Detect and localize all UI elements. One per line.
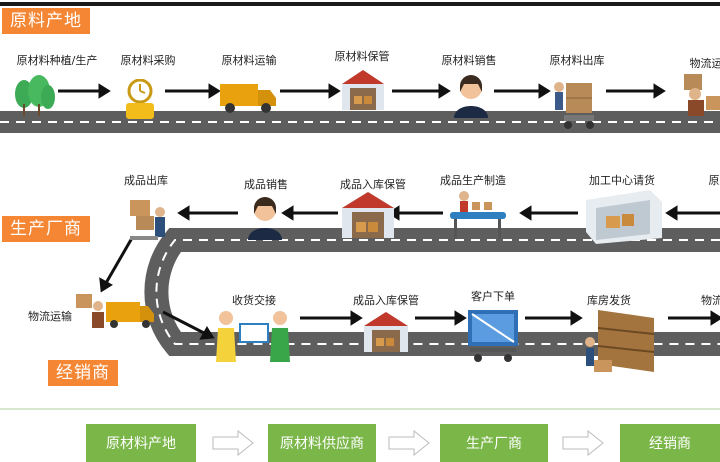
section-manufacturer: 生产厂商 [2,216,90,242]
step-logistics-3: 物流 [701,294,720,307]
step-logistics-1: 物流运 [689,57,720,70]
step-product-storage: 成品入库保管 [340,178,406,191]
truck-icon [220,84,276,113]
step-logistics-2: 物流运输 [28,310,72,323]
flow-distributor: 经销商 [620,424,720,462]
step-receipt: 收货交接 [232,294,276,307]
section-raw-origin: 原料产地 [2,8,90,34]
step-processing-request: 加工中心请货 [589,174,655,187]
step-raw-outbound: 原材料出库 [549,54,605,67]
shelving-icon [585,310,655,372]
step-product-storage-2: 成品入库保管 [353,294,419,307]
handover-icon [216,311,290,362]
step-manufacturing: 成品生产制造 [440,174,506,187]
step-warehouse-shipping: 库房发货 [587,294,631,307]
purchase-clock-icon [126,79,154,119]
shopping-cart-icon [468,310,518,362]
courier-truck-icon [76,294,154,328]
tree-icon [15,75,55,116]
delivery-person-icon [684,74,720,116]
step-raw-storage: 原材料保管 [334,50,390,63]
step-product-outbound: 成品出库 [124,174,168,187]
warehouse-icon-2 [342,192,394,238]
top-divider [0,2,720,6]
forklift-worker-icon [554,82,594,129]
step-raw-transport: 原材料运输 [221,54,277,67]
flow-arrow-3 [562,430,604,456]
step-row2-partial: 原 [708,174,720,187]
step-raw-purchasing: 原材料采购 [120,54,176,67]
sales-agent-icon-2 [248,197,282,240]
warehouse-icon [342,70,384,110]
processing-center-icon [586,190,662,244]
bottom-divider [0,408,720,410]
road-network [0,83,720,356]
conveyor-icon [450,191,506,239]
flow-raw-origin: 原材料产地 [86,424,196,462]
step-product-sales: 成品销售 [244,178,288,191]
warehouse-icon-3 [364,312,408,352]
flow-manufacturer: 生产厂商 [440,424,548,462]
flow-arrow-2 [388,430,430,456]
step-raw-sales: 原材料销售 [441,54,497,67]
step-raw-planting: 原材料种植/生产 [16,54,98,67]
flow-arrow-1 [212,430,254,456]
sales-agent-icon [454,75,488,118]
flow-raw-supplier: 原材料供应商 [268,424,376,462]
boxes-worker-icon [130,200,165,240]
step-customer-order: 客户下单 [471,290,515,303]
section-distributor: 经销商 [48,360,118,386]
